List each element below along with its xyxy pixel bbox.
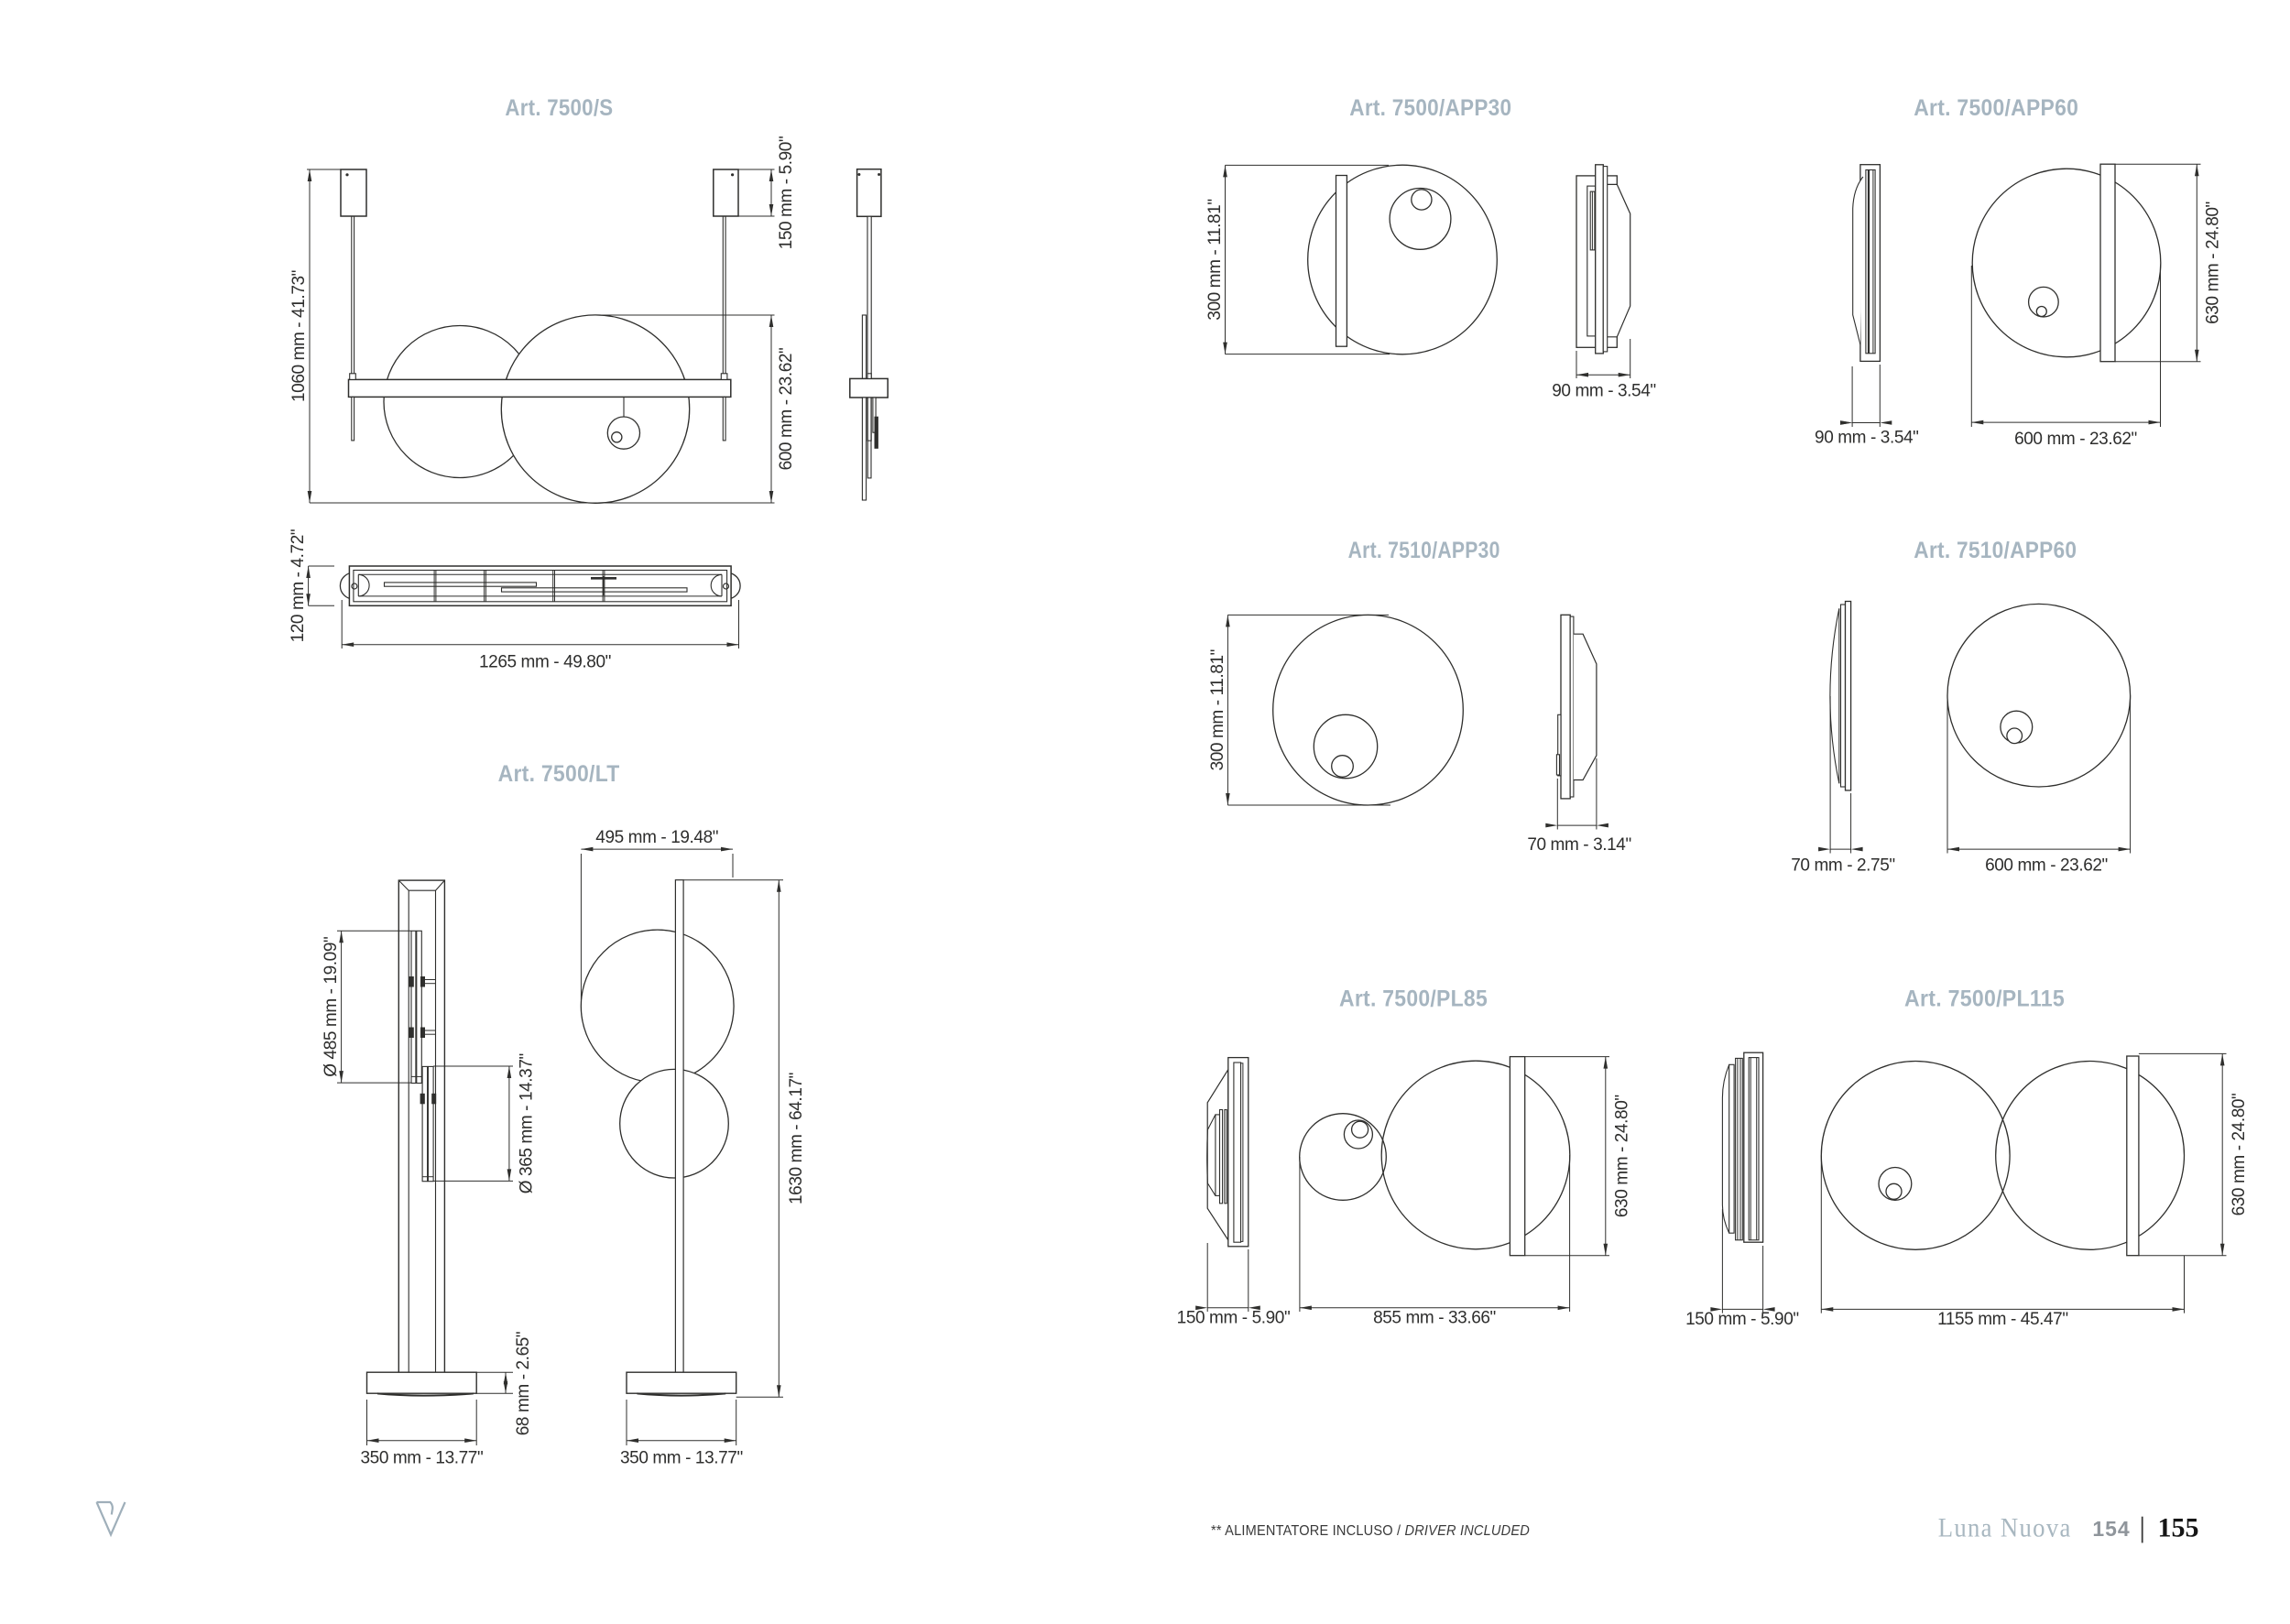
- svg-text:155: 155: [2158, 1513, 2199, 1543]
- svg-text:150 mm - 5.90": 150 mm - 5.90": [777, 136, 796, 250]
- svg-text:Art. 7510/APP30: Art. 7510/APP30: [1348, 538, 1500, 563]
- svg-text:630 mm - 24.80": 630 mm - 24.80": [2204, 202, 2223, 324]
- svg-text:** ALIMENTATORE INCLUSO / DRIV: ** ALIMENTATORE INCLUSO / DRIVER INCLUDE…: [1211, 1523, 1530, 1539]
- svg-text:120 mm - 4.72": 120 mm - 4.72": [289, 529, 308, 643]
- svg-text:1155 mm - 45.47": 1155 mm - 45.47": [1937, 1310, 2068, 1329]
- svg-text:300 mm - 11.81": 300 mm - 11.81": [1205, 199, 1225, 320]
- svg-text:600 mm - 23.62": 600 mm - 23.62": [1985, 856, 2108, 876]
- svg-text:1265 mm - 49.80": 1265 mm - 49.80": [479, 653, 611, 672]
- svg-text:150 mm - 5.90": 150 mm - 5.90": [1685, 1310, 1799, 1329]
- svg-text:Art. 7500/PL85: Art. 7500/PL85: [1339, 986, 1488, 1012]
- svg-text:154: 154: [2092, 1517, 2130, 1541]
- svg-text:Ø 485 mm - 19.09": Ø 485 mm - 19.09": [322, 937, 341, 1077]
- svg-text:Art. 7500/APP60: Art. 7500/APP60: [1914, 95, 2078, 121]
- svg-text:495 mm - 19.48": 495 mm - 19.48": [595, 828, 718, 847]
- svg-text:300 mm - 11.81": 300 mm - 11.81": [1208, 649, 1227, 770]
- svg-text:Luna Nuova: Luna Nuova: [1938, 1513, 2072, 1543]
- svg-text:90 mm - 3.54": 90 mm - 3.54": [1815, 428, 1918, 447]
- svg-text:70 mm - 3.14": 70 mm - 3.14": [1527, 835, 1630, 855]
- svg-text:150 mm - 5.90": 150 mm - 5.90": [1177, 1309, 1291, 1328]
- svg-text:1630 mm - 64.17": 1630 mm - 64.17": [787, 1073, 806, 1204]
- svg-text:600 mm - 23.62": 600 mm - 23.62": [2014, 430, 2137, 449]
- svg-text:Art. 7500/S: Art. 7500/S: [505, 95, 613, 121]
- svg-text:90 mm - 3.54": 90 mm - 3.54": [1552, 381, 1655, 400]
- svg-text:600 mm - 23.62": 600 mm - 23.62": [777, 348, 796, 471]
- svg-text:Ø 365 mm - 14.37": Ø 365 mm - 14.37": [518, 1053, 537, 1193]
- svg-text:Art. 7500/LT: Art. 7500/LT: [498, 761, 620, 787]
- svg-text:Art. 7500/APP30: Art. 7500/APP30: [1349, 95, 1511, 121]
- svg-text:68 mm - 2.65": 68 mm - 2.65": [514, 1332, 533, 1435]
- svg-text:630 mm - 24.80": 630 mm - 24.80": [2230, 1094, 2249, 1216]
- svg-text:1060 mm - 41.73": 1060 mm - 41.73": [289, 270, 309, 402]
- svg-text:Art. 7500/PL115: Art. 7500/PL115: [1904, 986, 2065, 1012]
- svg-text:70 mm - 2.75": 70 mm - 2.75": [1791, 856, 1894, 876]
- svg-text:Art. 7510/APP60: Art. 7510/APP60: [1914, 538, 2077, 563]
- svg-text:350 mm - 13.77": 350 mm - 13.77": [360, 1449, 483, 1468]
- svg-text:855 mm - 33.66": 855 mm - 33.66": [1373, 1309, 1496, 1328]
- svg-text:630 mm - 24.80": 630 mm - 24.80": [1613, 1095, 1632, 1217]
- svg-text:350 mm - 13.77": 350 mm - 13.77": [620, 1449, 743, 1468]
